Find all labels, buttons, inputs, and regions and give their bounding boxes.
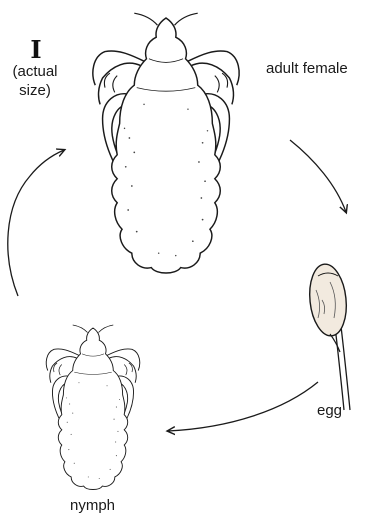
actual-size-marker: I — [28, 38, 44, 62]
arrow-adult-to-egg — [290, 140, 346, 212]
egg-label: egg — [317, 402, 342, 419]
arrow-nymph-to-adult — [8, 150, 64, 296]
adult-louse-illustration — [93, 13, 239, 273]
nymph-illustration — [46, 325, 139, 490]
actual-size-caption: (actual size) — [2, 62, 68, 100]
adult-female-label: adult female — [266, 60, 348, 77]
egg-on-hair-illustration — [306, 262, 350, 410]
arrow-egg-to-nymph — [168, 382, 318, 431]
nymph-label: nymph — [70, 497, 115, 514]
